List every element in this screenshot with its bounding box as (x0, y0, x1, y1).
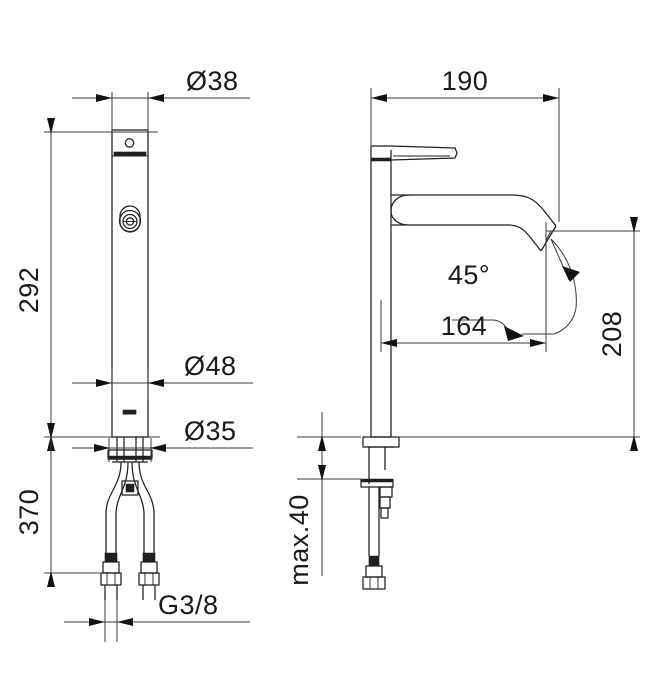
hose-side-ferrule (368, 555, 380, 567)
a45-arrow-lower (504, 326, 524, 341)
side-view-geometry (360, 145, 557, 590)
spout-top-profile (391, 194, 557, 227)
hose-right-ferrule (142, 552, 156, 563)
shank-sides (368, 447, 386, 484)
hose-right-outer (138, 461, 155, 553)
hose-left-inner (115, 461, 129, 553)
column-outline-sides (370, 150, 392, 428)
dimension-thread-g38: G3/8 (64, 590, 250, 642)
dimension-deck-max40: max.40 (284, 412, 361, 586)
handle-boss-outer-ring (118, 209, 142, 233)
dimension-height-208: 208 (399, 217, 640, 451)
label-thread-g38: G3/8 (158, 590, 219, 620)
deck-flange (362, 436, 400, 448)
hose-left-tail (104, 585, 118, 600)
dimension-diameter-35: Ø35 (72, 416, 253, 462)
hose-left-nut-lower (100, 572, 122, 586)
d35-extension-lines (108, 438, 152, 462)
dimension-angle-45: 45° (448, 238, 580, 341)
nut-step-2 (379, 496, 391, 509)
hose-junction-core (125, 483, 135, 493)
hose-side-nut-flats (369, 577, 379, 589)
a45-arc-lower (522, 307, 577, 335)
front-view-geometry (100, 129, 160, 600)
a45-arrow-upper (562, 266, 580, 282)
hose-right-inner (131, 461, 145, 553)
g38-extension-lines (104, 600, 118, 642)
body-lower-marker (122, 409, 137, 415)
spout-outlet-face (540, 225, 557, 252)
nut-step-1 (379, 486, 393, 498)
d48-extension-lines (111, 370, 149, 400)
dimension-diameter-38: Ø38 (72, 66, 250, 132)
hose-right-nut-lower (138, 572, 160, 586)
clamp-washer-shadow (360, 478, 394, 483)
dimension-reach-190: 190 (370, 66, 560, 222)
dimension-height-370: 370 (14, 423, 100, 587)
label-height-292: 292 (14, 267, 44, 314)
mounting-washer-shadow (107, 455, 153, 460)
spout-left-round-end (390, 194, 410, 226)
label-reach-190: 190 (442, 66, 489, 96)
lever-handle-outline (390, 145, 458, 161)
top-indicator-hole (124, 138, 135, 148)
hose-left-outer (105, 461, 122, 553)
hose-left-ferrule (104, 552, 118, 563)
spout-aerator-edge (545, 230, 552, 241)
hose-side-sides (368, 487, 380, 556)
hose-right-nut-flats (144, 573, 154, 585)
label-deck-max40: max.40 (284, 494, 314, 586)
dimension-reach-164: 164 (380, 222, 547, 352)
label-height-208: 208 (597, 311, 627, 358)
d38-extension-lines (111, 92, 149, 132)
dimension-diameter-48: Ø48 (72, 351, 253, 400)
spout-bottom-profile (409, 224, 542, 252)
hose-left-nut-flats (106, 573, 116, 585)
handle-collar-shadow (370, 157, 392, 162)
label-diameter-35: Ø35 (184, 416, 237, 446)
handle-boss-mid-ring (122, 213, 138, 230)
label-height-370: 370 (14, 489, 44, 536)
label-reach-164: 164 (441, 311, 488, 341)
dimension-height-292: 292 (14, 118, 160, 451)
label-diameter-38: Ø38 (186, 66, 239, 96)
label-diameter-48: Ø48 (184, 351, 237, 381)
collar-shadow-band (113, 151, 147, 156)
nut-step-3 (380, 507, 389, 519)
hose-right-tail (142, 585, 156, 600)
label-angle-45: 45° (448, 260, 490, 290)
